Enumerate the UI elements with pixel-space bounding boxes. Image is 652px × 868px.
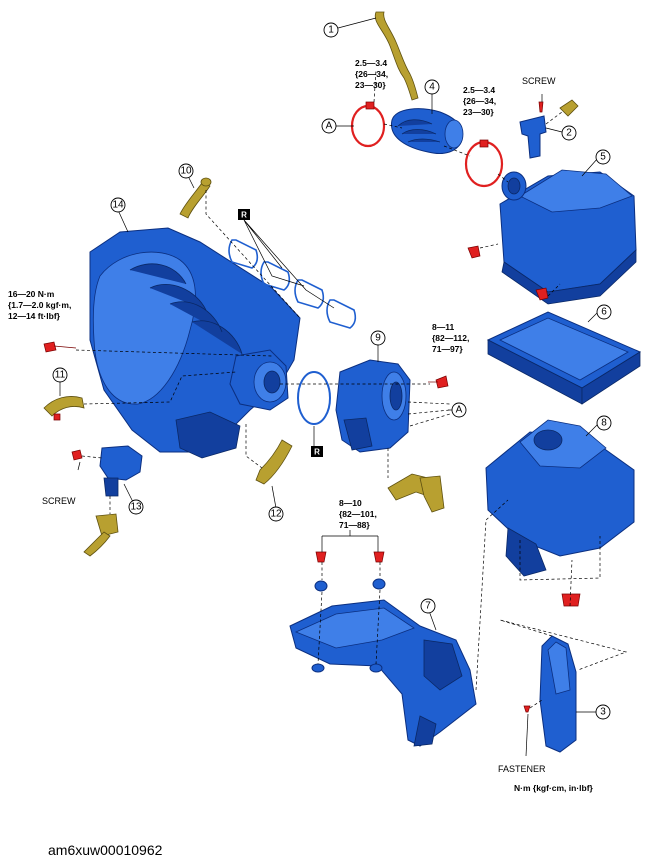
torque-clamp-right-line2: {26—34, bbox=[463, 96, 496, 106]
clamp-right bbox=[464, 139, 504, 188]
torque-clamp-left-line1: 2.5—3.4 bbox=[355, 58, 387, 68]
torque-spec-clamp-right: 2.5—3.4 {26—34, 23—30} bbox=[463, 85, 496, 117]
clamp-left bbox=[350, 101, 386, 148]
torque-clamp-right-line3: 23—30} bbox=[463, 107, 494, 117]
torque-duct-line2: {82—101, bbox=[339, 509, 377, 519]
callout-4: 4 bbox=[424, 79, 440, 95]
callout-12-number: 12 bbox=[270, 509, 282, 520]
torque-spec-manifold-bolt: 16—20 N·m {1.7—2.0 kgf·m, 12—14 ft·lbf} bbox=[8, 289, 71, 321]
intake-gaskets bbox=[228, 239, 357, 329]
part-11-hose bbox=[43, 396, 85, 421]
callout-8: 8 bbox=[596, 415, 612, 431]
callout-7: 7 bbox=[420, 598, 436, 614]
units-note: N·m {kgf·cm, in·lbf} bbox=[514, 783, 594, 793]
assembly-lines bbox=[75, 69, 628, 709]
callout-6-number: 6 bbox=[601, 307, 607, 318]
callout-13: 13 bbox=[128, 499, 144, 515]
part-8-air-cleaner-case bbox=[485, 419, 635, 607]
callout-11-number: 11 bbox=[55, 370, 66, 381]
throttle-o-ring bbox=[297, 371, 331, 425]
callout-3: 3 bbox=[595, 704, 611, 720]
replace-mark-gaskets: R bbox=[238, 209, 250, 220]
part-12-hose bbox=[255, 439, 293, 485]
callout-10-number: 10 bbox=[180, 166, 192, 177]
callout-9-number: 9 bbox=[375, 333, 381, 344]
callout-a-top-letter: A bbox=[326, 121, 333, 132]
sensor-screw bbox=[71, 449, 83, 461]
callout-6: 6 bbox=[596, 304, 612, 320]
callout-2-number: 2 bbox=[566, 128, 572, 139]
torque-throttle-line1: 8—11 bbox=[432, 322, 454, 332]
torque-throttle-line2: {82—112, bbox=[432, 333, 469, 343]
label-screw-top: SCREW bbox=[522, 76, 556, 86]
torque-manifold-line2: {1.7—2.0 kgf·m, bbox=[8, 300, 71, 310]
torque-throttle-line3: 71—97} bbox=[432, 344, 463, 354]
part-1-breather-hose bbox=[374, 11, 419, 101]
manifold-bolt bbox=[43, 341, 77, 353]
callout-1: 1 bbox=[323, 22, 339, 38]
part-2-sensor bbox=[519, 99, 579, 159]
part-13-sensor bbox=[83, 445, 143, 557]
part-10-hose bbox=[179, 177, 212, 219]
callout-5-number: 5 bbox=[600, 152, 606, 163]
callout-a-mid-letter: A bbox=[456, 405, 463, 416]
replace-mark-gaskets-text: R bbox=[241, 211, 247, 220]
callout-1-number: 1 bbox=[328, 25, 334, 36]
throttle-bolt bbox=[428, 375, 449, 389]
torque-spec-duct-bolt: 8—10 {82—101, 71—88} bbox=[339, 498, 377, 530]
part-4-air-hose bbox=[391, 108, 464, 154]
part-6-air-filter bbox=[486, 311, 642, 405]
callout-10: 10 bbox=[178, 163, 194, 179]
throttle-connector-harness bbox=[387, 473, 445, 513]
part-14-intake-manifold bbox=[89, 227, 301, 459]
callout-a-mid: A bbox=[451, 402, 467, 418]
label-fastener: FASTENER bbox=[498, 764, 546, 774]
callout-5: 5 bbox=[595, 149, 611, 165]
callout-14: 14 bbox=[110, 197, 126, 213]
callout-13-number: 13 bbox=[130, 502, 142, 513]
callout-a-top: A bbox=[321, 118, 337, 134]
callout-11: 11 bbox=[52, 367, 68, 383]
callout-7-number: 7 bbox=[425, 601, 431, 612]
part-7-air-duct bbox=[289, 551, 477, 747]
callout-9: 9 bbox=[370, 330, 386, 346]
callout-8-number: 8 bbox=[601, 418, 607, 429]
callout-3-number: 3 bbox=[600, 707, 606, 718]
replace-mark-o-ring: R bbox=[311, 446, 323, 457]
torque-clamp-left-line3: 23—30} bbox=[355, 80, 386, 90]
torque-spec-throttle-bolt: 8—11 {82—112, 71—97} bbox=[432, 322, 469, 354]
torque-manifold-line1: 16—20 N·m bbox=[8, 289, 55, 299]
torque-manifold-line3: 12—14 ft·lbf} bbox=[8, 311, 61, 321]
replace-mark-o-ring-text: R bbox=[314, 448, 320, 457]
part-3-resonator bbox=[523, 635, 577, 753]
callout-14-number: 14 bbox=[112, 200, 124, 211]
callout-12: 12 bbox=[268, 506, 284, 522]
torque-clamp-left-line2: {26—34, bbox=[355, 69, 388, 79]
leader-lines bbox=[59, 17, 599, 757]
figure-id: am6xuw00010962 bbox=[48, 842, 163, 858]
part-5-air-cleaner-cover bbox=[467, 169, 637, 305]
callout-2: 2 bbox=[561, 125, 577, 141]
callout-4-number: 4 bbox=[429, 82, 435, 93]
torque-spec-clamp-left: 2.5—3.4 {26—34, 23—30} bbox=[355, 58, 388, 90]
torque-duct-line3: 71—88} bbox=[339, 520, 370, 530]
label-screw-left: SCREW bbox=[42, 496, 76, 506]
torque-duct-line1: 8—10 bbox=[339, 498, 362, 508]
part-9-throttle-body bbox=[335, 359, 411, 453]
torque-clamp-right-line1: 2.5—3.4 bbox=[463, 85, 495, 95]
